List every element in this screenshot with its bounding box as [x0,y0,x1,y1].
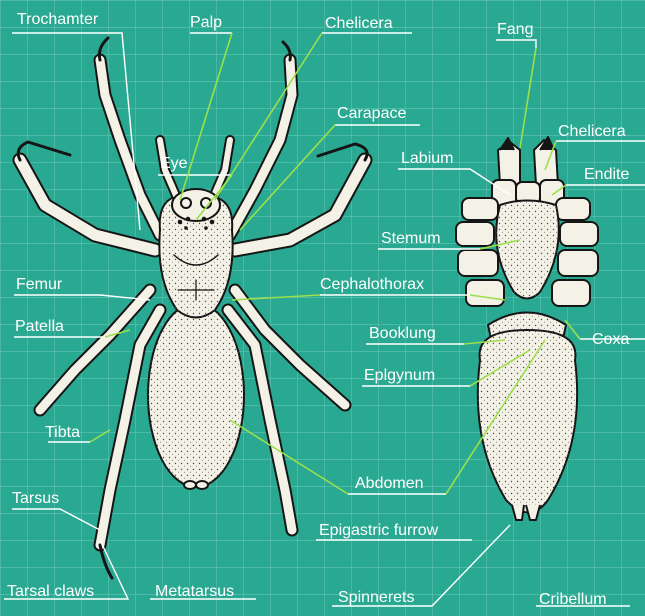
label-carapace: Carapace [337,105,406,122]
label-spinnerets: Spinnerets [338,589,415,606]
label-tarsal-claws: Tarsal claws [7,583,94,600]
label-trochamter: Trochamter [17,11,99,28]
label-endite: Endite [584,166,629,183]
label-tarsus: Tarsus [12,490,59,507]
label-tibta: Tibta [45,424,80,441]
label-booklung: Booklung [369,325,436,342]
label-chelicera-right: Chelicera [558,123,626,140]
label-cephalothorax: Cephalothorax [320,276,424,293]
label-abdomen: Abdomen [355,475,424,492]
label-femur: Femur [16,276,63,293]
label-coxa: Coxa [592,331,629,348]
label-stemum: Stemum [381,230,441,247]
label-palp: Palp [190,14,222,31]
label-epigastric-furrow: Epigastric furrow [319,522,439,539]
label-fang: Fang [497,21,533,38]
label-cribellum: Cribellum [539,591,607,608]
label-chelicera-left: Chelicera [325,15,393,32]
label-metatarsus: Metatarsus [155,583,234,600]
label-eplgynum: Eplgynum [364,367,435,384]
label-eye: Eye [160,155,188,172]
label-patella: Patella [15,318,64,335]
label-labium: Labium [401,150,453,167]
